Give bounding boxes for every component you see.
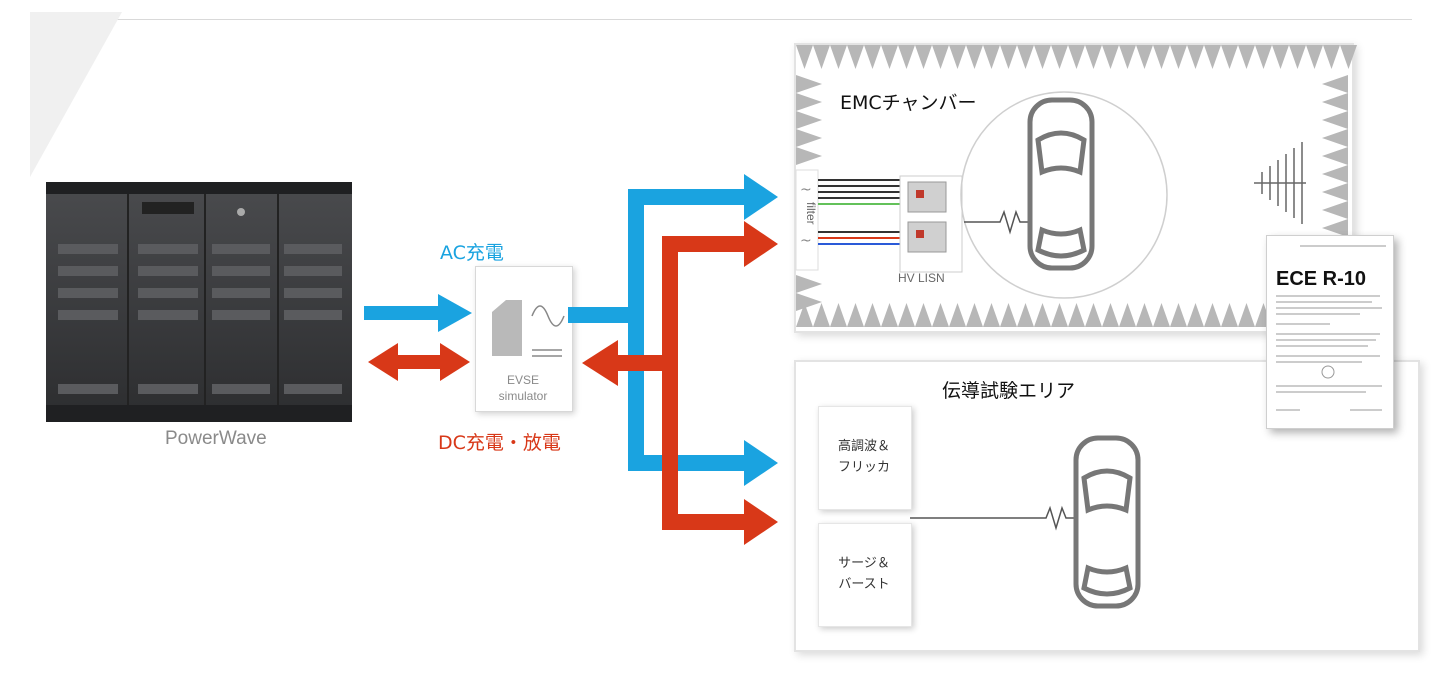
chamber-filter-box: ~ ~	[795, 169, 819, 271]
corner-decoration	[30, 12, 122, 177]
conducted-area-title: 伝導試験エリア	[942, 380, 1076, 402]
surge-burst-label: サージ＆ バースト	[838, 556, 890, 592]
emc-chamber-panel	[794, 43, 1354, 333]
evse-simulator-icon	[492, 300, 565, 357]
harmonics-flicker-box	[818, 406, 912, 510]
hv-lisn-devices	[899, 175, 963, 273]
hv-lisn-label: HV LISN	[898, 271, 945, 285]
chamber-cables	[818, 179, 902, 245]
svg-text:~: ~	[800, 233, 812, 249]
surge-burst-box	[818, 523, 912, 627]
emc-chamber-title: EMCチャンバー	[840, 92, 977, 114]
ac-input-arrow	[364, 294, 472, 332]
evse-simulator-label: EVSE simulator	[498, 373, 548, 403]
evse-simulator-box	[475, 266, 573, 412]
ac-charging-label: AC充電	[440, 242, 504, 264]
svg-text:~: ~	[800, 182, 812, 198]
antenna-icon	[1254, 142, 1306, 224]
ece-r10-title: ECE R-10	[1276, 268, 1367, 290]
conducted-resistor	[910, 505, 1076, 531]
filter-label: filter	[804, 202, 818, 225]
dc-distribution-arrows	[582, 221, 778, 545]
harmonics-flicker-label: 高調波＆ フリッカ	[837, 439, 890, 475]
top-divider	[30, 19, 1412, 20]
ece-r10-document	[1266, 235, 1394, 429]
dc-charging-label: DC充電・放電	[438, 432, 561, 454]
chamber-resistor	[964, 209, 1032, 235]
conducted-car-icon	[1073, 435, 1141, 609]
turntable-circle	[960, 91, 1168, 299]
chamber-car-icon	[1027, 97, 1095, 271]
dc-bidirectional-arrow	[368, 343, 470, 381]
powerwave-cabinet-image	[46, 182, 352, 422]
ac-distribution-arrows	[568, 174, 778, 486]
powerwave-label: PowerWave	[165, 428, 267, 449]
